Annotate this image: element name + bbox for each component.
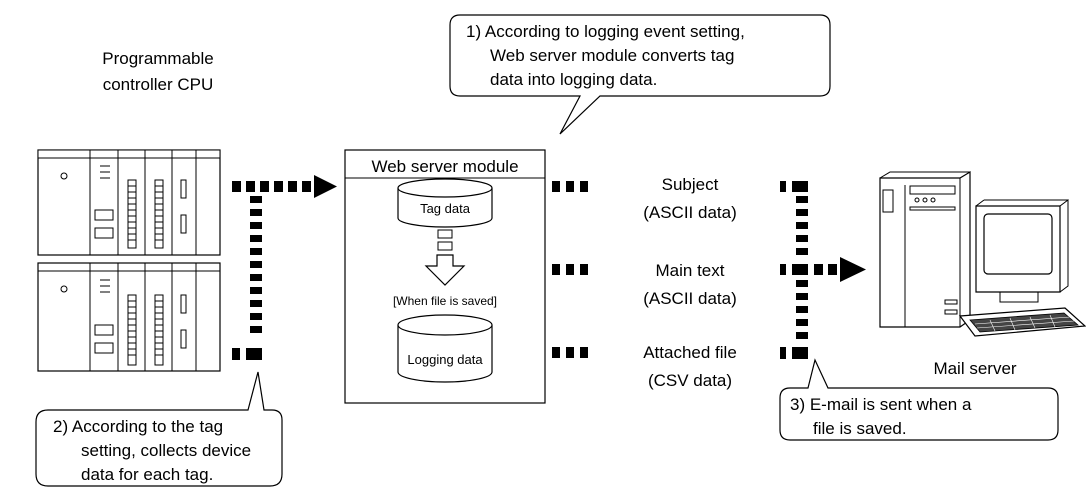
mail-server-icon bbox=[879, 170, 1086, 337]
callout-email-sent-line1: 3) E-mail is sent when a bbox=[790, 395, 972, 414]
callout-logging-event bbox=[449, 14, 831, 135]
callout-tag-setting-line2: setting, collects device bbox=[81, 441, 251, 460]
plc-label-line2: controller CPU bbox=[103, 75, 214, 94]
logging-data-label: Logging data bbox=[407, 352, 483, 367]
email-part-subject-format: (ASCII data) bbox=[643, 203, 737, 222]
email-part-attached-file: Attached file bbox=[643, 343, 737, 362]
callout-tag-setting-line1: 2) According to the tag bbox=[53, 417, 223, 436]
callout-logging-event-line1: 1) According to logging event setting, bbox=[466, 22, 745, 41]
callout-tag-setting bbox=[35, 371, 283, 487]
email-part-main-text: Main text bbox=[656, 261, 725, 280]
logging-data-cylinder bbox=[397, 314, 493, 383]
mail-server-label: Mail server bbox=[933, 359, 1016, 378]
save-flow-arrow bbox=[424, 229, 466, 286]
email-part-main-text-format: (ASCII data) bbox=[643, 289, 737, 308]
when-saved-label: [When file is saved] bbox=[393, 294, 497, 308]
callout-logging-event-line3: data into logging data. bbox=[490, 70, 657, 89]
callout-tag-setting-line3: data for each tag. bbox=[81, 465, 213, 484]
tag-data-label: Tag data bbox=[420, 201, 471, 216]
callout-email-sent-line2: file is saved. bbox=[813, 419, 907, 438]
plc-label-line1: Programmable bbox=[102, 49, 214, 68]
mail-dashed-connector bbox=[780, 181, 866, 359]
plc-unit-bottom bbox=[37, 262, 221, 372]
plc-dashed-connector bbox=[232, 175, 337, 360]
callout-email-sent bbox=[779, 358, 1059, 441]
module-title: Web server module bbox=[371, 157, 518, 176]
tag-data-cylinder bbox=[397, 178, 493, 228]
callout-logging-event-line2: Web server module converts tag bbox=[490, 46, 734, 65]
email-part-subject: Subject bbox=[662, 175, 719, 194]
plc-unit-top bbox=[37, 149, 221, 256]
email-part-attached-file-format: (CSV data) bbox=[648, 371, 732, 390]
email-part-dashes-left bbox=[552, 181, 588, 358]
